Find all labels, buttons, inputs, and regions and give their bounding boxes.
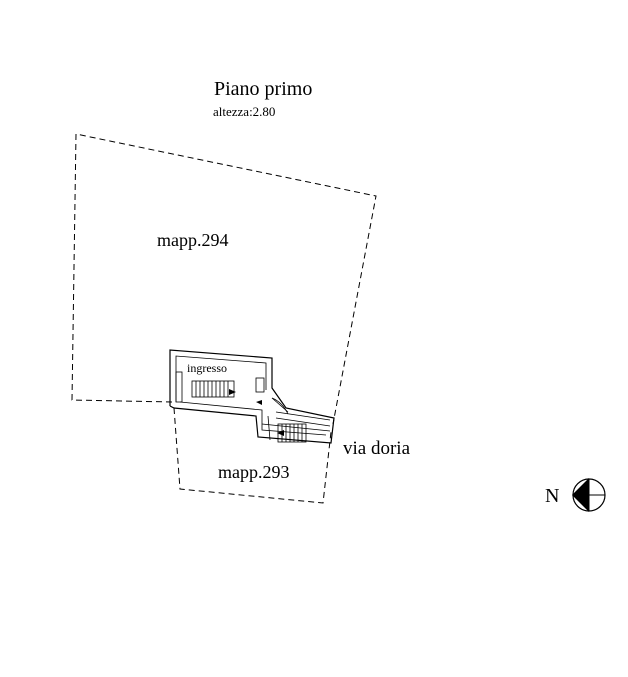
height-label: altezza:2.80 — [213, 104, 275, 119]
building-walls — [169, 349, 335, 444]
stair-icon — [191, 380, 236, 398]
room-label-ingresso: ingresso — [187, 361, 227, 375]
parcel-293-boundary — [173, 407, 332, 504]
plan-title: Piano primo — [214, 78, 312, 100]
north-arrow-icon — [572, 478, 606, 512]
stair-icon — [277, 423, 307, 443]
parcel-294-label: mapp.294 — [157, 230, 229, 250]
north-label: N — [545, 485, 559, 507]
parcel-293-label: mapp.293 — [218, 462, 290, 482]
door-swing-icon — [256, 397, 289, 415]
parcel-294-boundary — [71, 133, 377, 425]
street-label: via doria — [343, 438, 411, 459]
